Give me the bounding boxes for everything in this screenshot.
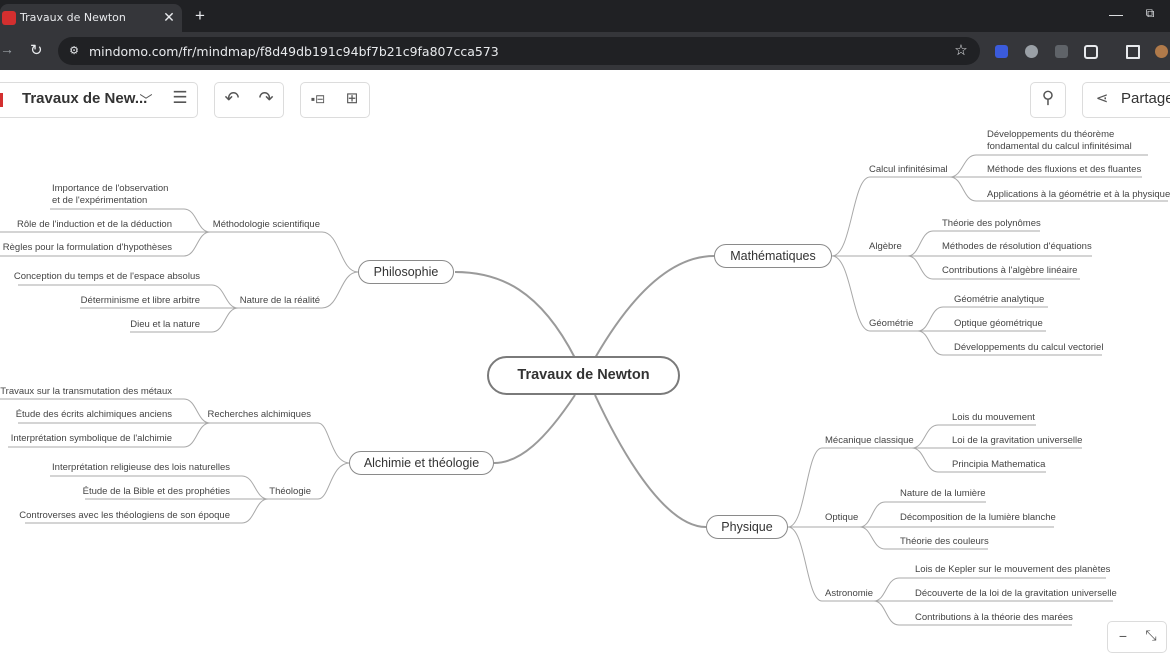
subtopic-methodologie[interactable]: Méthodologie scientifique bbox=[212, 219, 320, 230]
subtopic-astronomie[interactable]: Astronomie bbox=[825, 588, 874, 599]
add-sibling-topic-icon[interactable]: ▪⊟ bbox=[310, 92, 326, 106]
search-button[interactable] bbox=[1030, 82, 1066, 118]
leaf-topic[interactable]: Importance de l'observation et de l'expé… bbox=[52, 183, 169, 206]
subtopic-recherches-alchimiques[interactable]: Recherches alchimiques bbox=[207, 409, 312, 420]
topic-philosophie[interactable]: Philosophie bbox=[358, 260, 454, 284]
chevron-down-icon[interactable]: ﹀ bbox=[139, 93, 153, 108]
zoom-controls: − ⤡ bbox=[1107, 621, 1167, 653]
bookmark-star-icon[interactable]: ☆ bbox=[954, 42, 968, 59]
topic-alchimie-theologie[interactable]: Alchimie et théologie bbox=[349, 451, 494, 475]
subtopic-algebre[interactable]: Algèbre bbox=[869, 241, 902, 252]
leaf-topic[interactable]: Décomposition de la lumière blanche bbox=[900, 512, 1056, 523]
menu-icon[interactable]: ☰ bbox=[172, 88, 188, 107]
leaf-topic[interactable]: Développements du calcul vectoriel bbox=[954, 342, 1104, 353]
leaf-topic[interactable]: Contributions à la théorie des marées bbox=[915, 612, 1073, 623]
topic-mathematiques[interactable]: Mathématiques bbox=[714, 244, 832, 268]
leaf-topic[interactable]: Étude des écrits alchimiques anciens bbox=[15, 409, 172, 420]
leaf-topic[interactable]: Interprétation religieuse des lois natur… bbox=[52, 462, 230, 473]
leaf-topic[interactable]: Lois de Kepler sur le mouvement des plan… bbox=[915, 564, 1111, 575]
leaf-topic[interactable]: Loi de la gravitation universelle bbox=[952, 435, 1083, 446]
subtopic-geometrie[interactable]: Géométrie bbox=[869, 318, 914, 329]
leaf-topic[interactable]: Découverte de la loi de la gravitation u… bbox=[915, 588, 1117, 599]
fit-to-screen-icon[interactable]: ⤡ bbox=[1145, 627, 1157, 643]
leaf-topic[interactable]: Développements du théorème fondamental d… bbox=[987, 129, 1132, 152]
undo-redo-group bbox=[214, 82, 284, 118]
gear-extension-icon[interactable] bbox=[1025, 45, 1038, 58]
subtopic-nature-realite[interactable]: Nature de la réalité bbox=[239, 295, 320, 306]
insert-topic-group bbox=[300, 82, 370, 118]
leaf-topic[interactable]: Principia Mathematica bbox=[952, 459, 1046, 470]
share-icon[interactable]: ⋖ bbox=[1095, 90, 1109, 107]
share-button[interactable] bbox=[1082, 82, 1170, 118]
leaf-topic[interactable]: Géométrie analytique bbox=[954, 294, 1045, 305]
leaf-topic[interactable]: Dieu et la nature bbox=[130, 319, 200, 330]
topic-physique[interactable]: Physique bbox=[706, 515, 788, 539]
leaf-topic[interactable]: Méthode des fluxions et des fluantes bbox=[987, 164, 1142, 175]
tab-title: Travaux de Newton bbox=[20, 11, 126, 24]
leaf-topic[interactable]: Controverses avec les théologiens de son… bbox=[19, 510, 230, 521]
window-minimize-button[interactable]: — bbox=[1109, 6, 1123, 22]
central-topic[interactable]: Travaux de Newton bbox=[487, 356, 680, 395]
leaf-topic[interactable]: Contributions à l'algèbre linéaire bbox=[942, 265, 1078, 276]
leaf-topic[interactable]: Étude de la Bible et des prophéties bbox=[82, 486, 230, 497]
reload-icon[interactable]: ↻ bbox=[30, 42, 43, 59]
leaf-topic[interactable]: Théorie des polynômes bbox=[942, 218, 1041, 229]
url-text[interactable]: mindomo.com/fr/mindmap/f8d49db191c94bf7b… bbox=[89, 44, 499, 59]
forward-arrow-icon[interactable]: → bbox=[0, 41, 14, 57]
leaf-topic[interactable]: Déterminisme et libre arbitre bbox=[80, 295, 200, 306]
site-info-icon[interactable]: ⚙ bbox=[69, 45, 79, 57]
window-restore-button[interactable]: ⧉ bbox=[1145, 6, 1155, 20]
side-panel-icon[interactable] bbox=[1126, 45, 1140, 59]
redo-icon[interactable]: ↷ bbox=[258, 88, 274, 108]
subtopic-optique[interactable]: Optique bbox=[825, 512, 859, 523]
tab-close-icon[interactable]: ✕ bbox=[163, 9, 175, 25]
browser-tab-strip: Travaux de Newton ✕ + — ⧉ bbox=[0, 0, 1170, 32]
extension-icon[interactable] bbox=[995, 45, 1008, 58]
leaf-topic[interactable]: Méthodes de résolution d'équations bbox=[942, 241, 1092, 252]
profile-avatar[interactable] bbox=[1155, 45, 1168, 58]
search-icon[interactable]: ⚲ bbox=[1041, 88, 1055, 107]
new-tab-button[interactable]: + bbox=[195, 6, 205, 25]
leaf-topic[interactable]: Applications à la géométrie et à la phys… bbox=[987, 189, 1170, 200]
leaf-topic[interactable]: Conception du temps et de l'espace absol… bbox=[13, 271, 200, 282]
mindmap-connectors bbox=[0, 154, 1168, 626]
undo-icon[interactable]: ↶ bbox=[224, 88, 240, 108]
zoom-out-icon[interactable]: − bbox=[1118, 628, 1128, 644]
leaf-topic[interactable]: Interprétation symbolique de l'alchimie bbox=[10, 433, 172, 444]
share-label: Partager bbox=[1121, 90, 1170, 107]
map-title[interactable]: Travaux de New... bbox=[22, 90, 148, 107]
add-child-topic-icon[interactable]: ⊞ bbox=[345, 90, 359, 107]
browser-toolbar: → ↻ ⚙ mindomo.com/fr/mindmap/f8d49db191c… bbox=[0, 32, 1170, 70]
leaf-topic[interactable]: Optique géométrique bbox=[954, 318, 1043, 329]
leaf-topic[interactable]: Lois du mouvement bbox=[952, 412, 1035, 423]
leaf-topic[interactable]: Nature de la lumière bbox=[900, 488, 986, 499]
map-title-box bbox=[0, 82, 198, 118]
extension-k-icon[interactable] bbox=[1055, 45, 1068, 58]
subtopic-mecanique-classique[interactable]: Mécanique classique bbox=[825, 435, 914, 446]
leaf-topic[interactable]: Théorie des couleurs bbox=[900, 536, 989, 547]
brand-accent-bar bbox=[0, 93, 3, 107]
browser-tab[interactable]: Travaux de Newton ✕ bbox=[0, 4, 182, 32]
mindomo-favicon-icon bbox=[2, 11, 16, 25]
leaf-topic[interactable]: Règles pour la formulation d'hypothèses bbox=[2, 242, 172, 253]
subtopic-calcul-infinitesimal[interactable]: Calcul infinitésimal bbox=[869, 164, 948, 175]
subtopic-theologie[interactable]: Théologie bbox=[269, 486, 311, 497]
leaf-topic[interactable]: Rôle de l'induction et de la déduction bbox=[17, 219, 172, 230]
address-bar[interactable]: ⚙ mindomo.com/fr/mindmap/f8d49db191c94bf… bbox=[58, 37, 980, 65]
extensions-puzzle-icon[interactable] bbox=[1084, 45, 1098, 59]
leaf-topic[interactable]: Travaux sur la transmutation des métaux bbox=[0, 386, 172, 397]
